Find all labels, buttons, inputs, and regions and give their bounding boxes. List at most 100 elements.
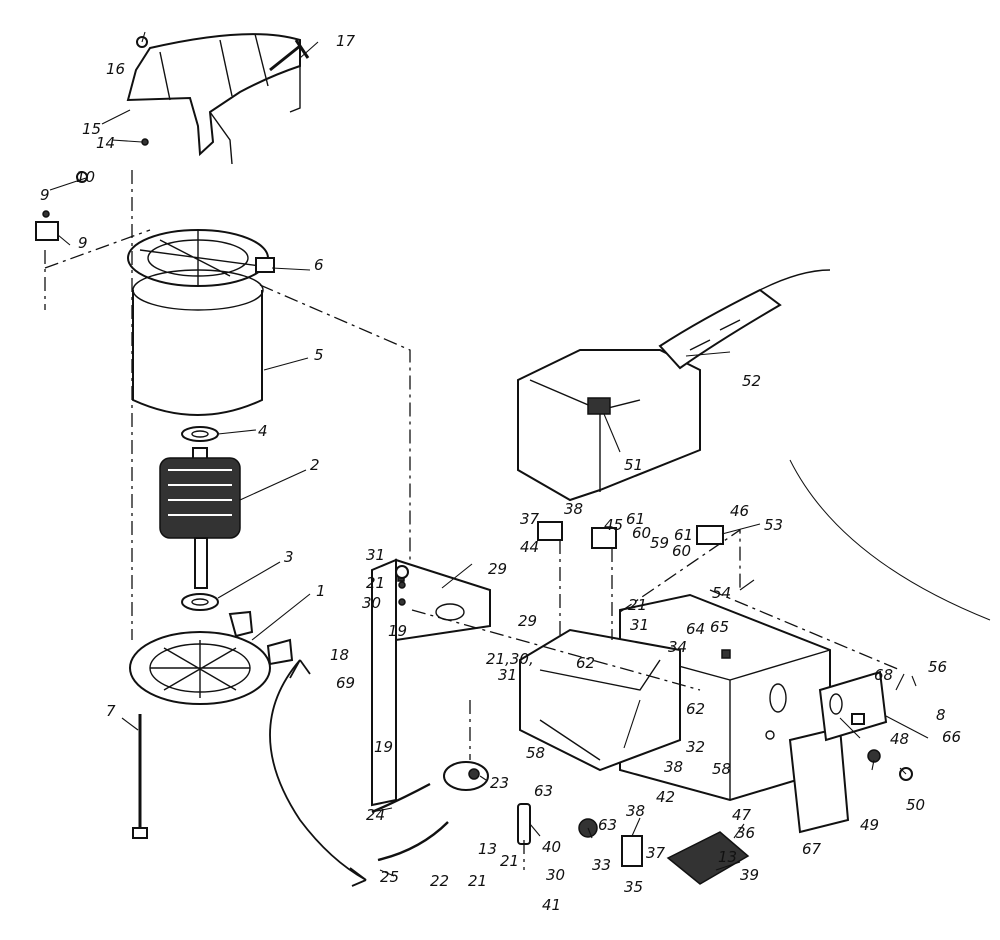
allen-wrench-17 (269, 39, 310, 72)
label-24: 24 (366, 806, 385, 824)
label-53: 53 (764, 516, 783, 534)
switch-9 (35, 210, 59, 241)
label-69: 69 (336, 674, 355, 692)
label-63b: 63 (598, 816, 617, 834)
switch-44 (537, 521, 563, 541)
label-65: 65 (710, 618, 729, 636)
label-19b: 19 (374, 738, 393, 756)
label-29b: 29 (518, 612, 537, 630)
switch-46 (696, 525, 724, 545)
label-61b: 61 (674, 526, 693, 544)
label-2: 2 (310, 456, 320, 474)
motor-mount-frame (519, 628, 681, 772)
label-31a: 31 (366, 546, 385, 564)
label-38c: 38 (626, 802, 645, 820)
label-67: 67 (802, 840, 822, 858)
arc-guide (789, 459, 991, 621)
label-21d: 21 (468, 872, 487, 890)
switch-45 (591, 527, 617, 549)
label-59: 59 (650, 534, 669, 552)
armature-2 (159, 447, 241, 589)
washer-4 (181, 426, 219, 442)
capacitor-36 (666, 831, 750, 885)
label-34: 34 (668, 638, 687, 656)
label-31c: 31 (630, 616, 649, 634)
label-14: 14 (96, 134, 115, 152)
top-cover (126, 33, 301, 165)
label-7: 7 (106, 702, 116, 720)
hardware-31-21-30 (395, 565, 409, 606)
label-52: 52 (742, 372, 761, 390)
label-48: 48 (890, 730, 909, 748)
label-37a: 37 (520, 510, 540, 528)
label-62b: 62 (686, 700, 705, 718)
label-30b: 30 (546, 866, 565, 884)
label-23: 23 (490, 774, 509, 792)
label-38b: 38 (664, 758, 683, 776)
label-64: 64 (686, 620, 705, 638)
label-17: 17 (336, 32, 356, 50)
through-bolt-7 (132, 714, 148, 839)
label-30a: 30 (362, 594, 381, 612)
label-37b: 37 (646, 844, 666, 862)
part-40 (517, 803, 531, 845)
label-43: 13 (718, 848, 737, 866)
label-68: 68 (874, 666, 893, 684)
label-62a: 62 (576, 654, 595, 672)
label-47: 47 (732, 806, 752, 824)
wire-24-25 (371, 782, 449, 862)
cover-plate-67 (788, 726, 850, 834)
motor-housing-top (127, 229, 275, 287)
label-8: 8 (936, 706, 946, 724)
hose-52 (658, 269, 831, 370)
part-35 (621, 835, 643, 867)
label-19a: 19 (388, 622, 407, 640)
label-42: 42 (656, 788, 675, 806)
arrow-link (269, 659, 367, 887)
label-13a: 13 (478, 840, 497, 858)
label-9a: 9 (40, 186, 50, 204)
label-16: 16 (106, 60, 125, 78)
label-15: 15 (82, 120, 101, 138)
label-58b: 58 (712, 760, 731, 778)
label-21c: 21 (500, 852, 519, 870)
mounting-bracket (371, 558, 491, 807)
label-35: 35 (624, 878, 643, 896)
label-1: 1 (316, 582, 326, 600)
label-25: 25 (380, 868, 399, 886)
label-9b: 9 (78, 234, 88, 252)
label-31b: 31 (498, 666, 517, 684)
label-18: 18 (330, 646, 349, 664)
label-6: 6 (314, 256, 324, 274)
label-29a: 29 (488, 560, 507, 578)
leader-lines (49, 31, 929, 877)
label-44: 44 (520, 538, 539, 556)
label-56: 56 (928, 658, 947, 676)
label-50: 50 (906, 796, 925, 814)
label-33: 33 (592, 856, 611, 874)
receptacle-48 (818, 670, 888, 742)
label-3: 3 (284, 548, 294, 566)
label-4: 4 (258, 422, 268, 440)
label-22: 22 (430, 872, 449, 890)
label-46: 46 (730, 502, 749, 520)
label-54: 54 (712, 584, 731, 602)
label-60a: 60 (632, 524, 651, 542)
label-45: 45 (604, 516, 623, 534)
label-60b: 60 (672, 542, 691, 560)
label-36: 36 (736, 824, 755, 842)
label-63a: 63 (534, 782, 553, 800)
switch-23 (443, 761, 489, 791)
label-49: 49 (860, 816, 879, 834)
label-51: 51 (624, 456, 643, 474)
part-10 (76, 171, 88, 183)
screw-14 (141, 138, 149, 146)
part-labels: 16 17 15 14 10 9 9 6 5 4 2 3 1 7 31 21 3… (40, 32, 961, 914)
label-58a: 58 (526, 744, 545, 762)
label-39: 39 (740, 866, 759, 884)
label-41: 41 (542, 896, 561, 914)
label-61a: 61 (626, 510, 645, 528)
label-21b: 21 (628, 596, 647, 614)
label-21e: 21,30, (486, 650, 534, 668)
